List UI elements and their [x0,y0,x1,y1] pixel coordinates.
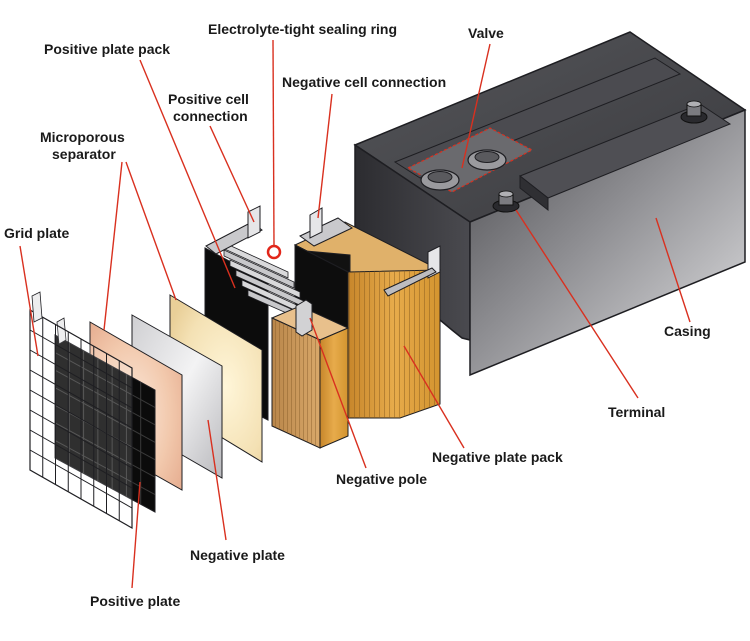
leader-separator-b [125,161,177,301]
lid-ridge-front-side [519,174,549,212]
label-grid-plate: Grid plate [4,225,70,241]
label-positive-cell-connection-line1: Positive cell [168,91,249,107]
lattice-line [54,387,156,443]
leader-positive-plate-pack [139,59,236,289]
leader-negative-plate [207,419,227,541]
label-negative-plate: Negative plate [190,547,285,563]
label-positive-plate: Positive plate [90,593,180,609]
label-casing: Casing [664,323,711,339]
casing [353,31,747,377]
lattice-line [29,389,133,449]
leader-negative-pole [309,317,367,469]
pos-pack-bars [217,239,317,327]
leader-separator-a [103,161,123,331]
lattice-line [54,422,156,478]
label-negative-pole: Negative pole [336,471,427,487]
terminal-icon [492,100,708,213]
leader-lines [19,39,691,589]
label-positive-cell-connection-line2: connection [173,108,248,124]
lattice-line [29,429,133,489]
neg-pack-stripes [348,270,440,418]
leader-grid-plate [19,245,39,357]
leader-valve [461,43,491,169]
negative-pole-icon [295,299,313,337]
label-negative-plate-pack: Negative plate pack [432,449,563,465]
neg-pack-right-bar [383,267,437,297]
neg-pole-front [319,327,349,449]
label-valve: Valve [468,25,504,41]
neg-cell-connection-fin [309,207,323,239]
neg-cell-connection-tab [299,217,353,247]
leader-casing [655,217,691,323]
leader-electrolyte-ring [272,39,275,247]
lattice-line [54,439,156,496]
leader-positive-cell-connection [209,125,255,223]
label-terminal: Terminal [608,404,665,420]
positive-plate [54,317,156,513]
label-electrolyte-ring: Electrolyte-tight sealing ring [208,21,397,37]
lattice-line [54,352,156,408]
leader-negative-plate-pack [403,345,465,449]
label-positive-plate-pack: Positive plate pack [44,41,170,57]
sealing-ring-icon [266,244,282,260]
label-microporous-separator-line1: Microporous [40,129,125,145]
leader-positive-plate [131,481,141,589]
leader-terminal [515,209,639,399]
negative-pole-block [270,299,350,449]
labels: Electrolyte-tight sealing ring Valve Pos… [4,21,711,609]
label-negative-cell-connection: Negative cell connection [282,74,446,90]
neg-pole-stripes [272,318,320,448]
leader-negative-cell-connection [317,93,333,219]
lattice-line [29,409,133,469]
lattice-line [29,449,133,509]
grid-plate [29,291,133,530]
label-microporous-separator-line2: separator [52,146,116,162]
valve-icon [420,149,507,191]
lattice-line [54,369,156,426]
